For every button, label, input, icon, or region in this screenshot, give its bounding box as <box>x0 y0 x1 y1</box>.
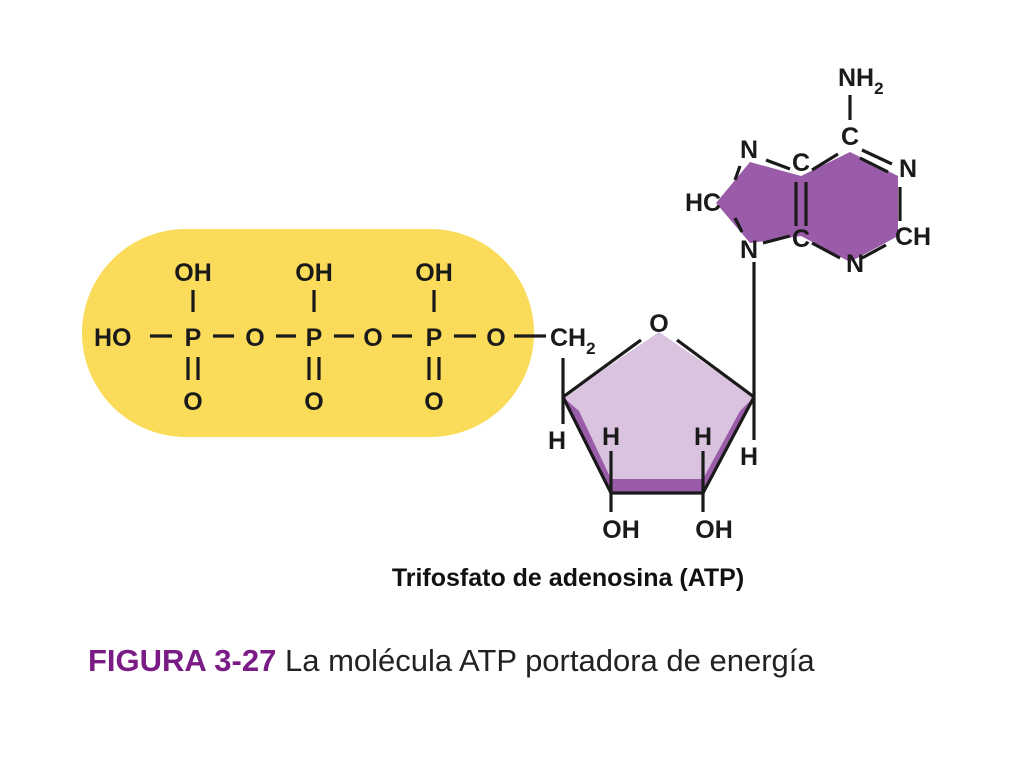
atom-h-c1: H <box>740 443 758 471</box>
atom-n3: N <box>846 250 864 278</box>
adenine-six-ring <box>801 152 898 262</box>
atom-oh2: OH <box>295 259 333 287</box>
bonds <box>150 95 902 512</box>
phosphate-group-highlight <box>82 229 534 437</box>
atom-ch2: CH2 <box>550 324 596 358</box>
atom-o-bridge3: O <box>486 324 505 352</box>
atom-o1-bottom: O <box>183 388 202 416</box>
atom-o-bridge2: O <box>363 324 382 352</box>
atom-c4: C <box>792 225 810 253</box>
compound-name: Trifosfato de adenosina (ATP) <box>391 564 745 592</box>
atom-n1: N <box>899 155 917 183</box>
atom-hc8: HC <box>685 189 721 217</box>
figure-caption: FIGURA 3-27 La molécula ATP portadora de… <box>88 640 848 681</box>
atom-oh-c3: OH <box>602 516 640 544</box>
atom-oh1: OH <box>174 259 212 287</box>
atom-h-c3: H <box>602 423 620 451</box>
figure-label: FIGURA 3-27 <box>88 643 277 678</box>
atom-nh2: NH2 <box>838 64 884 98</box>
atom-o3-bottom: O <box>424 388 443 416</box>
adenine-five-ring <box>716 162 801 243</box>
caption-text: La molécula ATP portadora de energía <box>284 643 815 678</box>
atom-oh-c2: OH <box>695 516 733 544</box>
atom-p1: P <box>185 324 202 352</box>
atom-n9: N <box>740 236 758 264</box>
atom-h-c2: H <box>694 423 712 451</box>
atom-o2-bottom: O <box>304 388 323 416</box>
atom-ho: HO <box>94 324 132 352</box>
atom-oh3: OH <box>415 259 453 287</box>
adenine-rings <box>716 152 898 262</box>
atom-h-c4: H <box>548 427 566 455</box>
atom-p2: P <box>306 324 323 352</box>
atom-c5: C <box>792 149 810 177</box>
atom-n7: N <box>740 136 758 164</box>
atom-o-ring: O <box>649 310 668 338</box>
atom-p3: P <box>426 324 443 352</box>
atom-labels: HO P OH O O P OH O O P OH O O CH2 O H H … <box>94 64 931 544</box>
atom-ch2-ring: CH <box>895 223 931 251</box>
atom-o-bridge1: O <box>245 324 264 352</box>
atom-c6: C <box>841 123 859 151</box>
